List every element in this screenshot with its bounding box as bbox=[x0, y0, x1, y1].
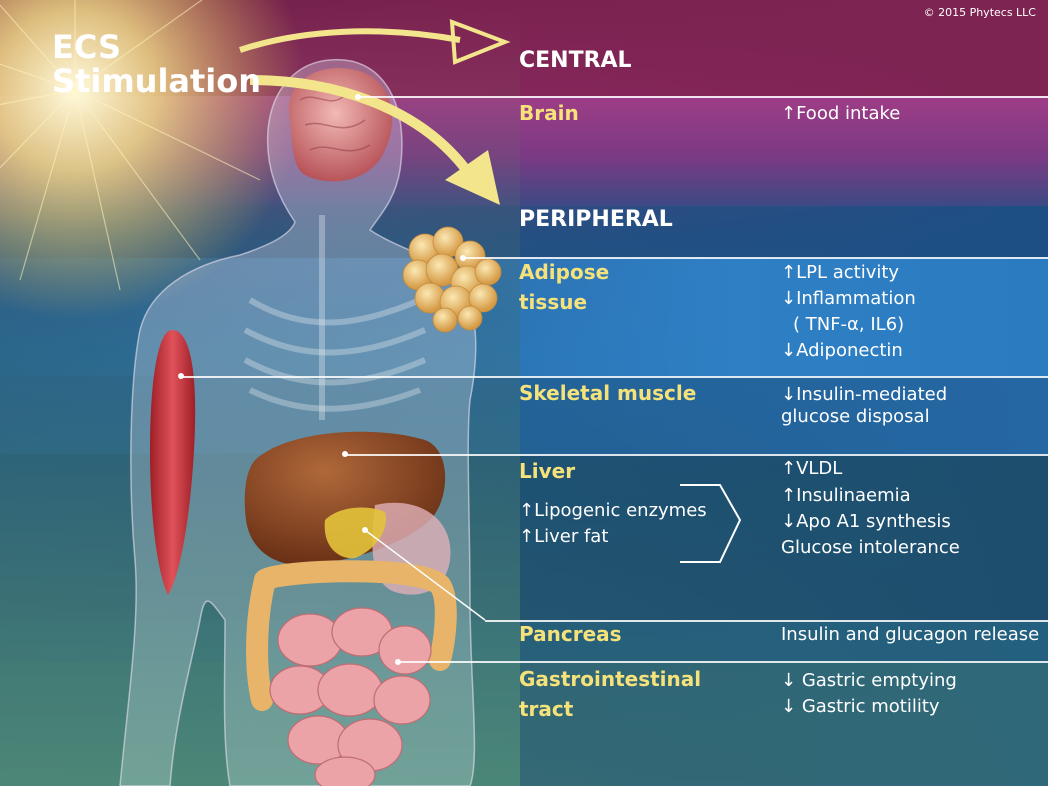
liver-effect-insulinaemia: ↑Insulinaemia bbox=[781, 485, 911, 506]
diagram-title: ECS Stimulation bbox=[52, 30, 261, 98]
pancreas-label: Pancreas bbox=[519, 622, 622, 646]
brain-effect: ↑Food intake bbox=[781, 103, 901, 124]
adipose-label-line-2: tissue bbox=[519, 290, 588, 314]
gi-label-line-2: tract bbox=[519, 697, 574, 721]
liver-cause-fat: ↑Liver fat bbox=[519, 526, 609, 547]
down-arrow-icon: ↓ bbox=[781, 696, 797, 717]
muscle-label: Skeletal muscle bbox=[519, 381, 697, 405]
muscle-leader-line bbox=[181, 376, 1048, 378]
copyright: © 2015 Phytecs LLC bbox=[923, 6, 1036, 19]
adipose-effect-lpl: ↑LPL activity bbox=[781, 262, 900, 283]
up-arrow-icon: ↑ bbox=[781, 458, 797, 479]
liver-leader-line bbox=[345, 454, 1048, 456]
liver-effect-vldl: ↑VLDL bbox=[781, 458, 843, 479]
down-arrow-icon: ↓ bbox=[781, 288, 797, 309]
gi-label-line-1: Gastrointestinal bbox=[519, 667, 702, 691]
adipose-effect-inflammation: ↓Inflammation bbox=[781, 288, 916, 309]
down-arrow-icon: ↓ bbox=[781, 670, 797, 691]
down-arrow-icon: ↓ bbox=[781, 340, 797, 361]
liver-effect-apoa1: ↓Apo A1 synthesis bbox=[781, 511, 951, 532]
central-heading: CENTRAL bbox=[519, 48, 632, 73]
liver-cause-lipogenic: ↑Lipogenic enzymes bbox=[519, 500, 707, 521]
gi-effect-motility: ↓ Gastric motility bbox=[781, 696, 940, 717]
liver-label: Liver bbox=[519, 459, 576, 483]
muscle-effect-line-2: glucose disposal bbox=[781, 406, 930, 427]
adipose-leader-line bbox=[463, 257, 1048, 259]
adipose-effect-adiponectin: ↓Adiponectin bbox=[781, 340, 903, 361]
up-arrow-icon: ↑ bbox=[781, 485, 797, 506]
up-arrow-icon: ↑ bbox=[781, 103, 797, 124]
gi-leader-line bbox=[398, 661, 1048, 663]
muscle-effect-line-1: ↓Insulin-mediated bbox=[781, 384, 948, 405]
adipose-effect-tnf: ( TNF-α, IL6) bbox=[793, 314, 905, 335]
adipose-label-line-1: Adipose bbox=[519, 260, 610, 284]
up-arrow-icon: ↑ bbox=[519, 526, 535, 547]
brain-label: Brain bbox=[519, 101, 579, 125]
title-line-1: ECS bbox=[52, 28, 121, 66]
brain-leader-line bbox=[358, 96, 1048, 98]
up-arrow-icon: ↑ bbox=[519, 500, 535, 521]
title-line-2: Stimulation bbox=[52, 62, 262, 100]
pancreas-effect: Insulin and glucagon release bbox=[781, 624, 1040, 645]
down-arrow-icon: ↓ bbox=[781, 384, 797, 405]
pancreas-leader-line bbox=[485, 620, 1048, 622]
down-arrow-icon: ↓ bbox=[781, 511, 797, 532]
peripheral-heading: PERIPHERAL bbox=[519, 207, 673, 232]
liver-effect-glucose: Glucose intolerance bbox=[781, 537, 960, 558]
gi-effect-emptying: ↓ Gastric emptying bbox=[781, 670, 957, 691]
up-arrow-icon: ↑ bbox=[781, 262, 797, 283]
